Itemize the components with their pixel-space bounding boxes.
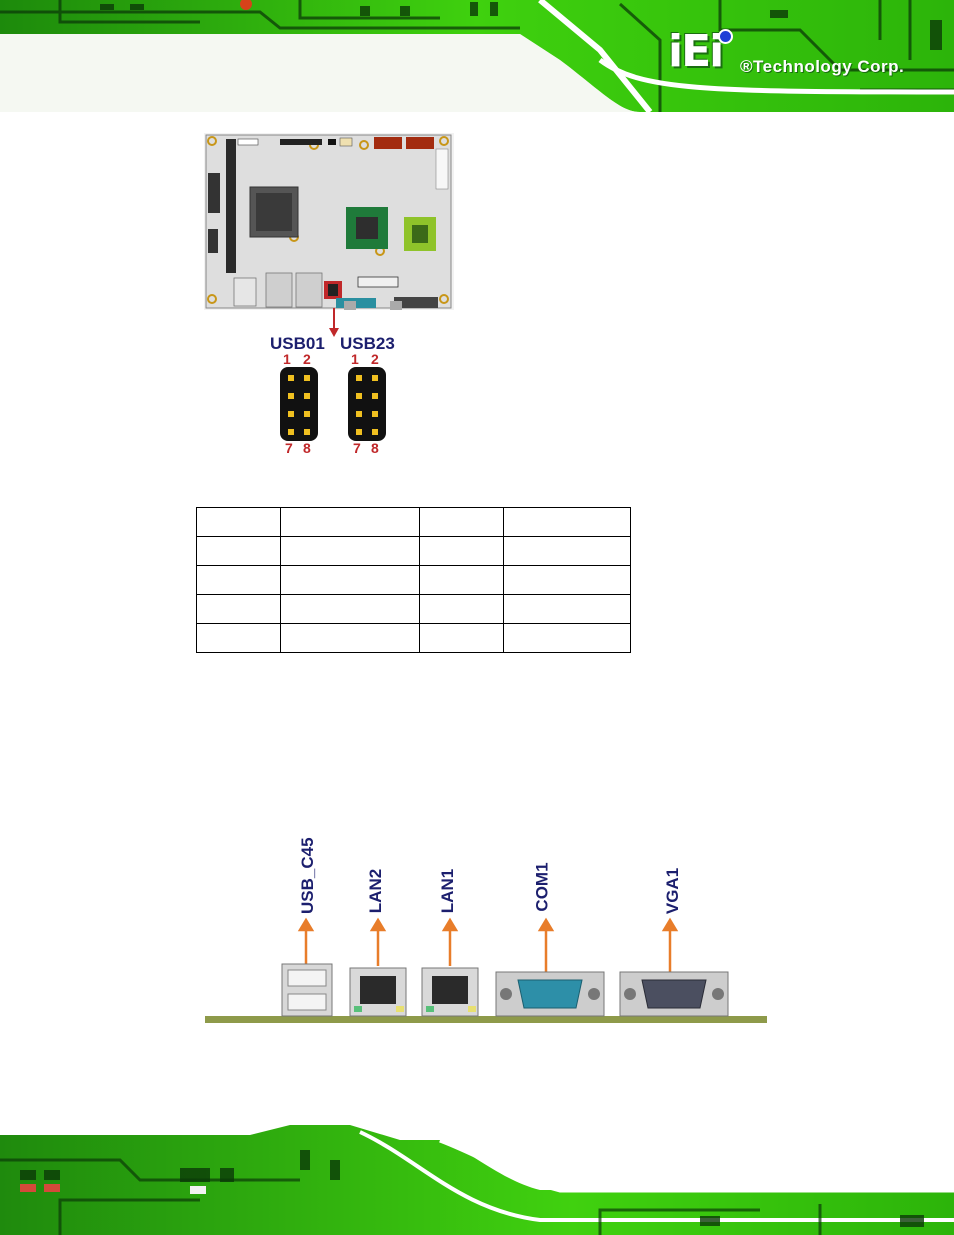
header-label-usb23: USB23: [340, 334, 395, 353]
iei-logo: iEi ®Technology Corp.: [668, 24, 938, 84]
page-header: iEi ®Technology Corp.: [0, 0, 954, 112]
circuit-banner-bottom: [0, 1120, 954, 1235]
company-name: ®Technology Corp.: [740, 57, 905, 76]
connector-label-com1: COM1: [532, 862, 552, 912]
table-cell: [196, 594, 281, 624]
pin-number-1: 1: [351, 351, 359, 367]
logo-mark: iEi: [668, 26, 724, 77]
pointer-arrow-icon: [329, 308, 339, 337]
circuit-banner-top: [0, 0, 954, 112]
table-cell: [503, 594, 631, 624]
table-cell: [419, 507, 504, 537]
page-footer: [0, 1120, 954, 1235]
table-cell: [280, 594, 420, 624]
external-connectors-figure: USB_C45 LAN2 LAN1 COM1 VGA1: [200, 826, 770, 1026]
table-cell: [280, 536, 420, 566]
table-cell: [419, 536, 504, 566]
pin-number-8: 8: [371, 440, 379, 456]
logo-dot-icon: [718, 29, 733, 44]
connector-label-usb-c45: USB_C45: [298, 837, 317, 914]
usb01-pin-header: [280, 367, 318, 441]
table-row: [196, 594, 631, 624]
lan1-port-icon: [421, 967, 479, 1017]
table-cell: [280, 507, 420, 537]
table-row: [196, 623, 631, 653]
usb-port-icon: [281, 963, 333, 1017]
table-cell: [280, 565, 420, 595]
vga1-port-icon: [619, 971, 729, 1017]
pin-number-8: 8: [303, 440, 311, 456]
pinout-table: [196, 507, 631, 653]
table-cell: [419, 565, 504, 595]
pin-number-2: 2: [303, 351, 311, 367]
table-cell: [419, 594, 504, 624]
table-cell: [503, 565, 631, 595]
board-layout-diagram: [204, 133, 454, 310]
lan2-port-icon: [349, 967, 407, 1017]
usb-pin-header-figure: USB01 USB23 1 2 1 2 7 8 7 8: [260, 334, 410, 460]
table-cell: [196, 623, 281, 653]
usb23-pin-header: [348, 367, 386, 441]
table-cell: [503, 536, 631, 566]
table-row: [196, 536, 631, 566]
pin-number-7: 7: [285, 440, 293, 456]
table-cell: [503, 623, 631, 653]
com1-port-icon: [495, 971, 605, 1017]
pin-number-1: 1: [283, 351, 291, 367]
pin-number-2: 2: [371, 351, 379, 367]
table-cell: [419, 623, 504, 653]
pin-number-7: 7: [353, 440, 361, 456]
table-cell: [503, 507, 631, 537]
table-row: [196, 507, 631, 537]
table-cell: [196, 565, 281, 595]
table-row: [196, 565, 631, 595]
table-cell: [196, 536, 281, 566]
header-label-usb01: USB01: [270, 334, 325, 353]
rear-panel-connectors: [205, 917, 767, 1023]
table-cell: [280, 623, 420, 653]
table-cell: [196, 507, 281, 537]
